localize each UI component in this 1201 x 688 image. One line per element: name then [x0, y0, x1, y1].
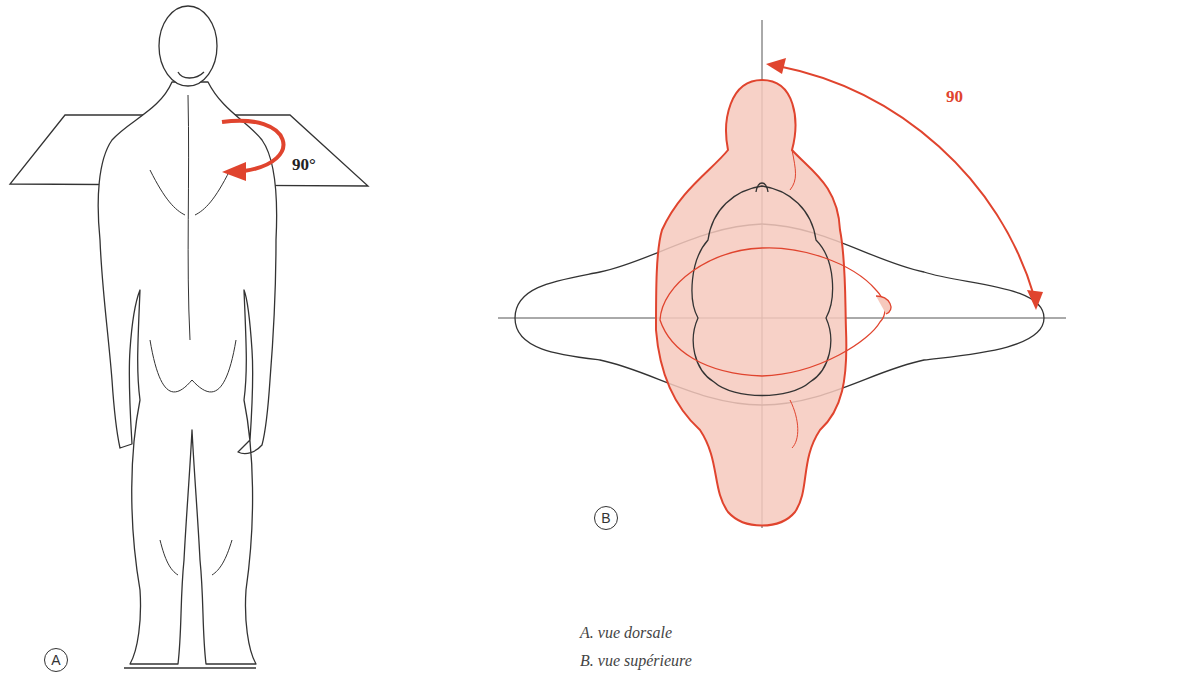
rotation-arrow: [222, 121, 283, 171]
panel-letter: B: [601, 511, 610, 525]
caption-line: A. vue dorsale: [580, 624, 672, 642]
panel-letter: A: [51, 653, 60, 667]
ground-line: [124, 667, 256, 668]
angle-label: 90°: [292, 156, 316, 175]
angle-label: 90: [946, 88, 963, 107]
rotation-arc: [778, 66, 1034, 296]
caption-line: B. vue supérieure: [580, 652, 692, 670]
body-details: [150, 95, 236, 575]
rotated-silhouette: [656, 80, 846, 526]
head-outline: [692, 186, 833, 396]
panel-letter-circle: B: [594, 506, 618, 530]
arrowhead: [222, 162, 246, 181]
panel-letter-circle: A: [44, 648, 68, 672]
body-figure: [98, 6, 276, 664]
